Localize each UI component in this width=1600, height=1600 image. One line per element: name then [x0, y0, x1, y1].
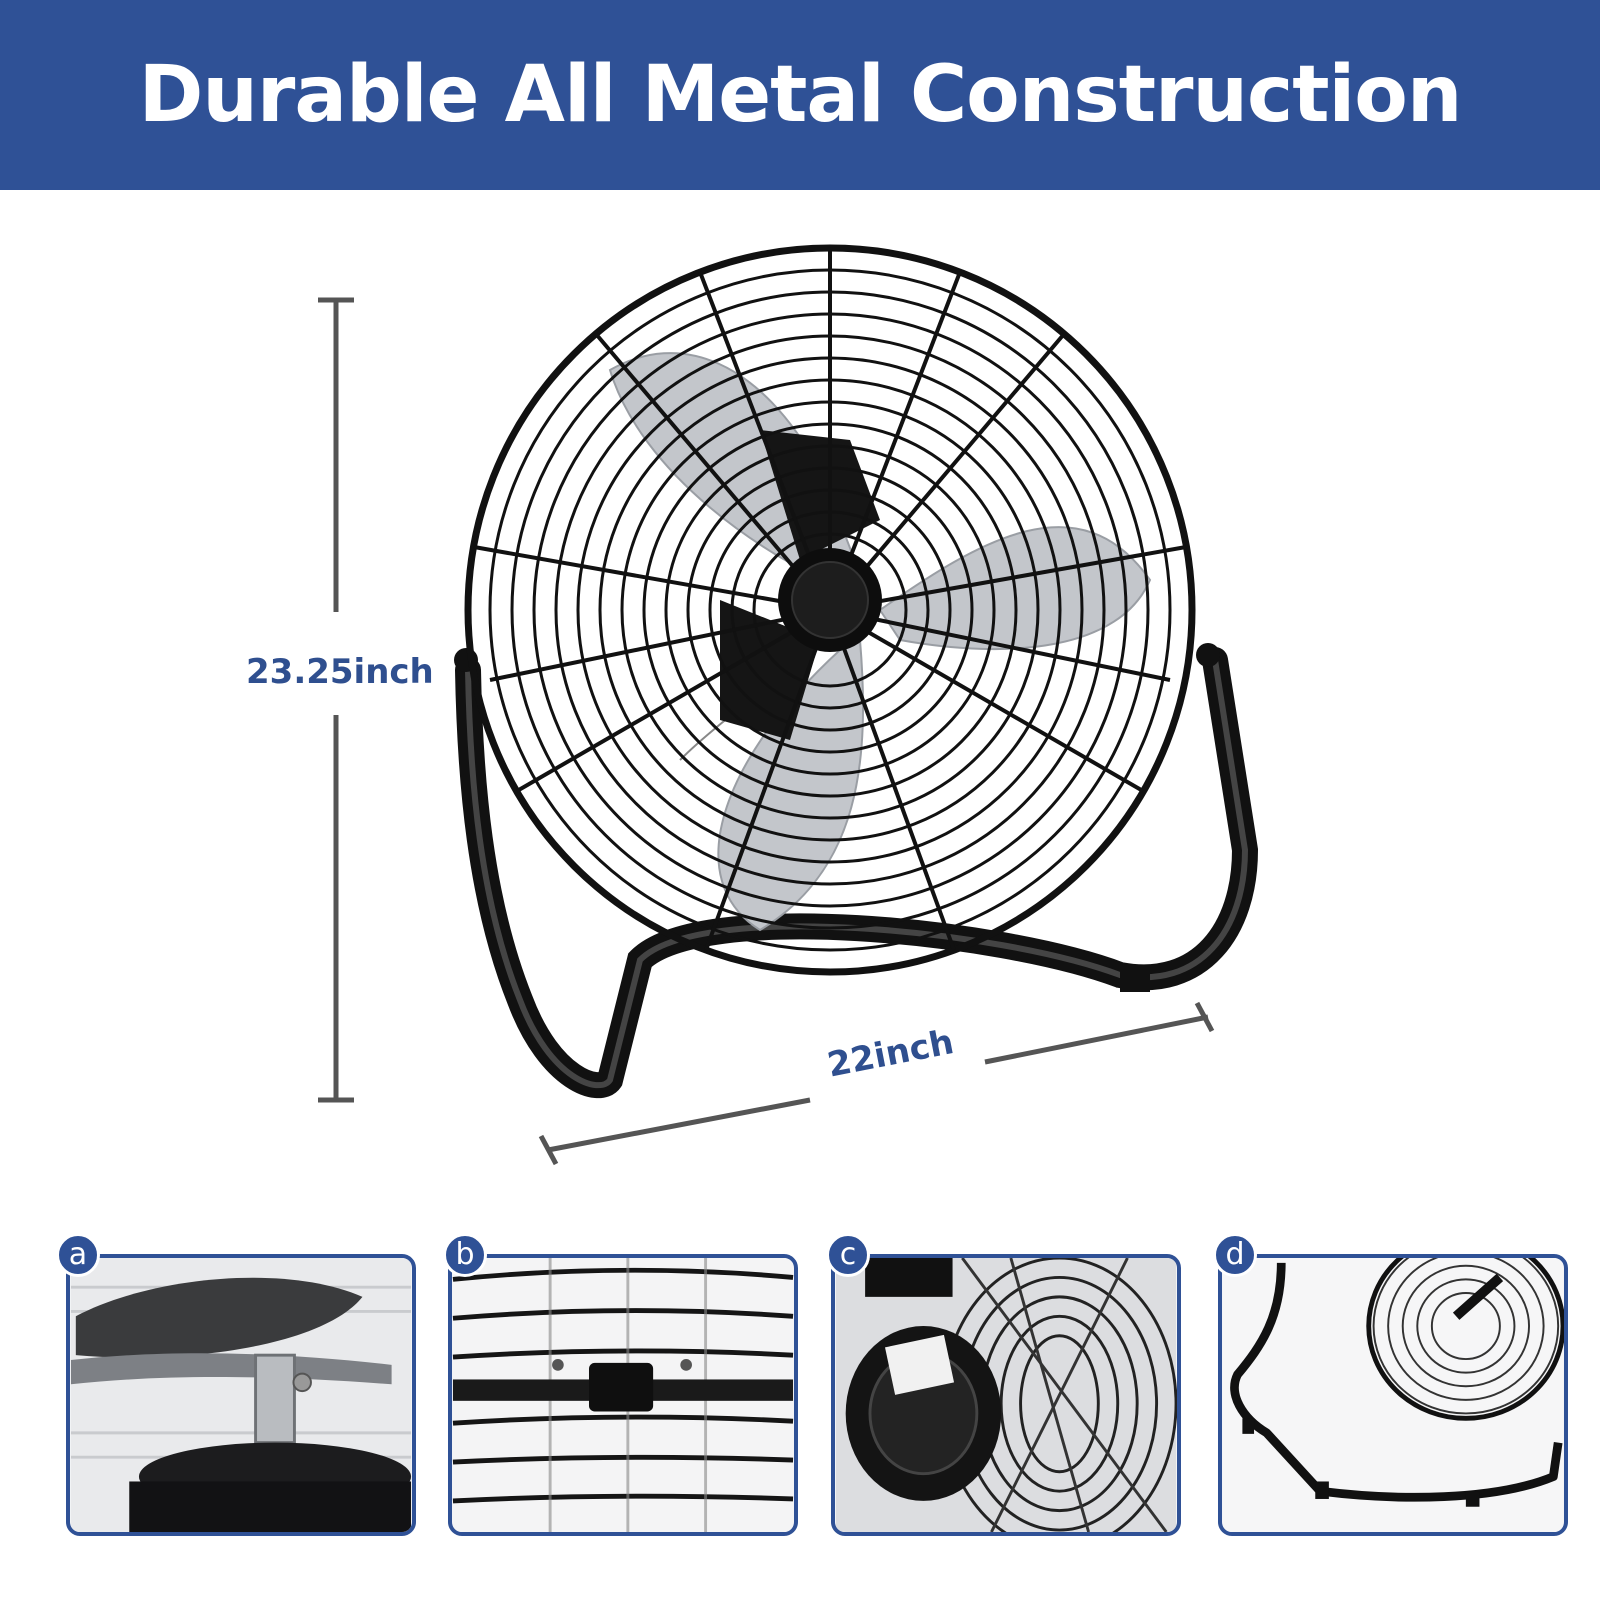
- detail-badge-b: b: [443, 1233, 487, 1277]
- detail-photo-d: [1218, 1254, 1568, 1536]
- detail-photo-a: [66, 1254, 416, 1536]
- detail-badge-a: a: [56, 1233, 100, 1277]
- fan-illustration: [318, 244, 1259, 1166]
- grille-clip-closeup-icon: [452, 1258, 794, 1532]
- height-measure-line: [318, 297, 354, 1103]
- stand-base-closeup-icon: [1222, 1258, 1564, 1532]
- page-title: Durable All Metal Construction: [138, 50, 1463, 140]
- detail-photo-c: [831, 1254, 1181, 1536]
- detail-photo-b: [448, 1254, 798, 1536]
- detail-badge-c: c: [826, 1233, 870, 1277]
- height-label: 23.25inch: [246, 652, 434, 692]
- motor-closeup-icon: [835, 1258, 1177, 1532]
- width-measure-line: [538, 1001, 1215, 1166]
- fan-stand: [455, 647, 1259, 1099]
- title-banner: Durable All Metal Construction: [0, 0, 1600, 190]
- fan-dimensions-view: 23.25inch 22inch: [0, 190, 1600, 1210]
- fan-blade-hub-closeup-icon: [70, 1258, 412, 1532]
- detail-badge-d: d: [1213, 1233, 1257, 1277]
- tilt-knob-right: [1196, 643, 1220, 667]
